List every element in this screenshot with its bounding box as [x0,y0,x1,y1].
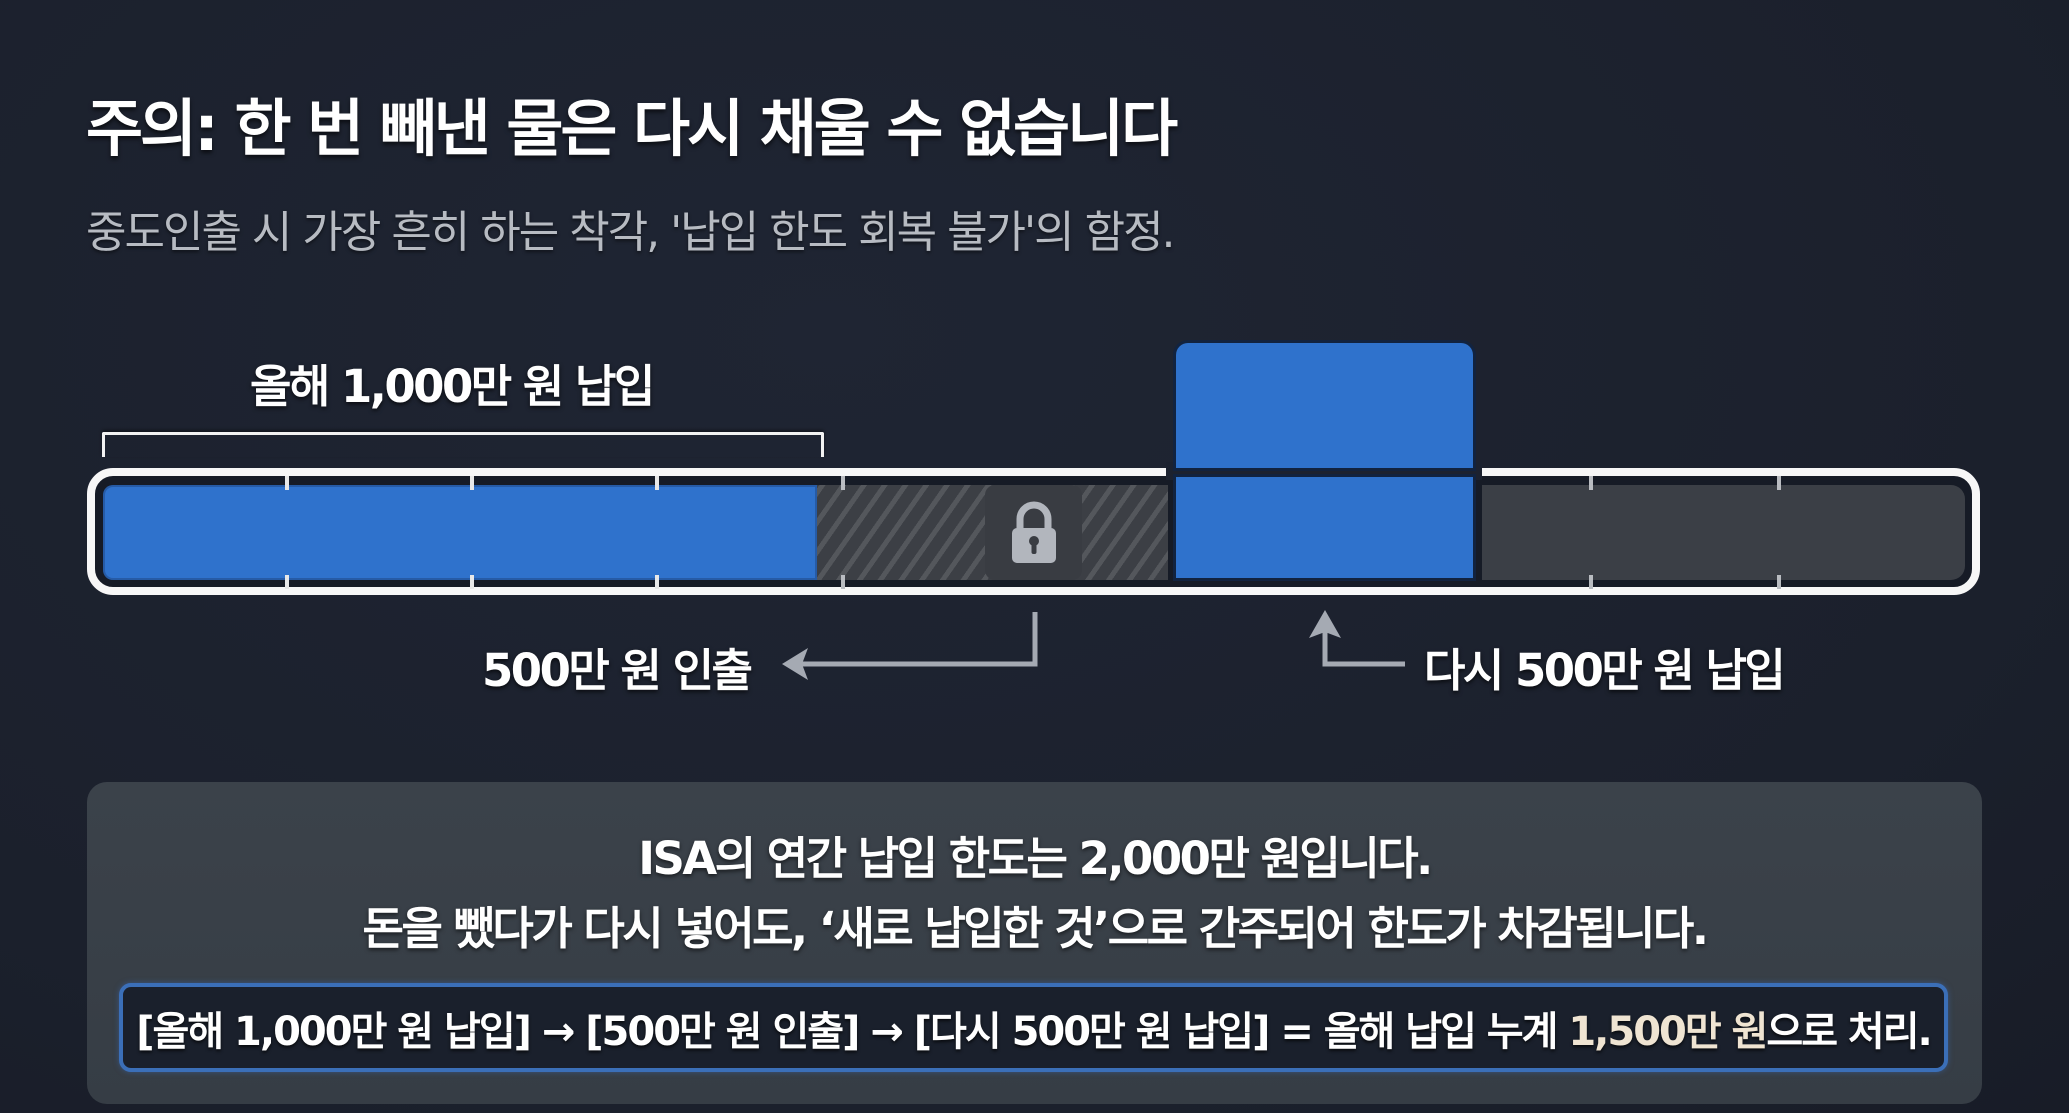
tick-mark [470,575,474,589]
tick-mark [470,476,474,490]
summary-prefix: [올해 1,000만 원 납입] → [500만 원 인출] → [다시 500… [136,1008,1569,1055]
tick-mark [841,575,845,589]
lock-icon [1011,501,1056,563]
arrowhead-left-icon [782,648,808,680]
withdraw-label: 500만 원 인출 [482,644,753,697]
deposit-label: 올해 1,000만 원 납입 [250,360,655,413]
page-subtitle: 중도인출 시 가장 흔히 하는 착각, '납입 한도 회복 불가'의 함정. [86,207,1176,258]
summary-highlight: 1,500만 원 [1568,1008,1768,1055]
tick-mark [655,476,659,490]
summary-suffix: 으로 처리. [1766,1008,1932,1055]
segment-redeposited [1176,477,1473,578]
tick-mark [1589,575,1593,589]
tick-mark [1589,476,1593,490]
info-line-limit: ISA의 연간 납입 한도는 2,000만 원입니다. [638,832,1433,885]
segment-redeposit-overflow [1176,343,1473,468]
lock-badge [985,485,1082,580]
segment-deposited [103,485,817,580]
flow-arrows [782,610,1405,680]
tick-mark [285,575,289,589]
tick-mark [841,476,845,490]
withdraw-arrow-icon [800,612,1038,667]
redeposit-label: 다시 500만 원 납입 [1424,644,1786,697]
tick-mark [655,575,659,589]
segment-remaining [1482,485,1965,580]
deposit-bracket [102,432,824,457]
tick-mark [1777,476,1781,490]
info-line-deduction: 돈을 뺐다가 다시 넣어도, ‘새로 납입한 것’으로 간주되어 한도가 차감됩… [362,902,1709,955]
redeposit-arrow-icon [1322,628,1405,667]
tick-mark [1777,575,1781,589]
tick-mark [285,476,289,490]
page-title: 주의: 한 번 빼낸 물은 다시 채울 수 없습니다 [86,92,1178,165]
summary-box: [올해 1,000만 원 납입] → [500만 원 인출] → [다시 500… [119,983,1948,1072]
arrowhead-up-icon [1309,610,1341,638]
